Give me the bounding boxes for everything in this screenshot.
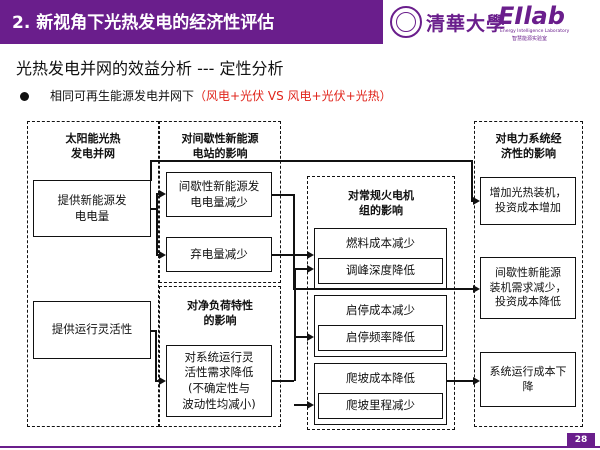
box-flexibility-demand-reduced: 对系统运行灵 活性需求降低 (不确定性与 波动性均减小)	[166, 345, 272, 417]
lab-logo: EIlab	[498, 2, 565, 30]
connector-line	[156, 193, 159, 195]
connector-line	[272, 194, 294, 196]
connector-line	[156, 254, 159, 256]
connector-line	[294, 268, 307, 270]
arrow-icon	[159, 376, 166, 385]
arrow-icon	[473, 196, 480, 205]
box-provide-energy: 提供新能源发 电电量	[33, 180, 151, 237]
slide-title: 2. 新视角下光热发电的经济性评估	[12, 13, 275, 33]
arrow-icon	[307, 264, 314, 273]
footer-line	[0, 446, 600, 448]
connector-line	[471, 160, 473, 201]
seal-inner-ring	[396, 12, 416, 32]
connector-line	[272, 380, 294, 382]
arrow-icon	[473, 376, 480, 385]
column-economy-impact	[474, 121, 583, 427]
box-curtailment-reduced: 弃电量减少	[166, 237, 272, 272]
lab-chinese-name: 智慧能源实验室	[512, 36, 548, 42]
connector-line	[293, 194, 295, 289]
arrow-icon	[307, 400, 314, 409]
bullet-highlight: （风电+光伏 VS 风电+光伏+光热）	[194, 89, 392, 103]
box-fuel-cost-reduced: 燃料成本减少	[318, 233, 443, 255]
connector-line	[447, 380, 473, 382]
column-csp-grid	[27, 121, 159, 427]
col2-header-top: 对间歇性新能源 电站的影响	[181, 131, 259, 160]
section-subtitle: 光热发电并网的效益分析 --- 定性分析	[16, 59, 284, 78]
column-thermal-impact	[307, 176, 455, 430]
connector-line	[294, 268, 296, 381]
col2-header-bottom: 对净负荷特性 的影响	[187, 298, 253, 327]
connector-line	[155, 330, 157, 381]
connector-line	[156, 193, 158, 255]
arrow-icon	[473, 284, 480, 293]
connector-line	[151, 330, 156, 332]
box-ramp-cost-reduced: 爬坡成本降低	[318, 368, 443, 390]
box-operation-cost-decrease: 系统运行成本下 降	[480, 352, 576, 407]
university-seal-icon	[390, 6, 422, 38]
connector-line	[272, 254, 307, 256]
connector-line	[471, 200, 474, 202]
box-provide-flexibility: 提供运行灵活性	[33, 301, 151, 359]
column-net-load-impact	[159, 286, 281, 427]
bullet-dot-icon	[20, 92, 29, 101]
box-intermittent-investment-decrease: 间歇性新能源 装机需求减少， 投资成本降低	[480, 257, 576, 319]
col3-header: 对常规火电机 组的影响	[348, 188, 414, 217]
col4-header: 对电力系统经 济性的影响	[495, 131, 562, 160]
box-csp-investment-increase: 增加光热装机， 投资成本增加	[480, 177, 576, 225]
connector-line	[150, 160, 152, 181]
arrow-icon	[159, 189, 166, 198]
slide-number: 28	[567, 433, 595, 447]
arrow-icon	[159, 250, 166, 259]
column-intermittent-impact	[159, 121, 281, 283]
bullet-text: 相同可再生能源发电并网下	[50, 89, 195, 103]
box-intermittent-energy-reduced: 间歇性新能源发 电电量减少	[166, 172, 272, 217]
box-startup-frequency-reduced: 启停频率降低	[318, 325, 443, 351]
connector-line	[151, 208, 157, 210]
arrow-icon	[307, 332, 314, 341]
box-peak-depth-reduced: 调峰深度降低	[318, 258, 443, 284]
connector-line	[293, 288, 473, 290]
box-ramp-mileage-reduced: 爬坡里程减少	[318, 393, 443, 419]
connector-line	[294, 404, 307, 406]
connector-line	[294, 336, 307, 338]
university-name: 清華大學	[426, 13, 507, 35]
box-startup-cost-reduced: 启停成本减少	[318, 300, 443, 322]
col1-header: 太阳能光热 发电并网	[65, 131, 121, 160]
bullet-line: 相同可再生能源发电并网下（风电+光伏 VS 风电+光伏+光热）	[50, 87, 392, 104]
connector-line	[155, 380, 159, 382]
arrow-icon	[307, 250, 314, 259]
connector-line	[150, 160, 472, 162]
lab-english-name: Energy Intelligence Laboratory	[500, 29, 570, 34]
